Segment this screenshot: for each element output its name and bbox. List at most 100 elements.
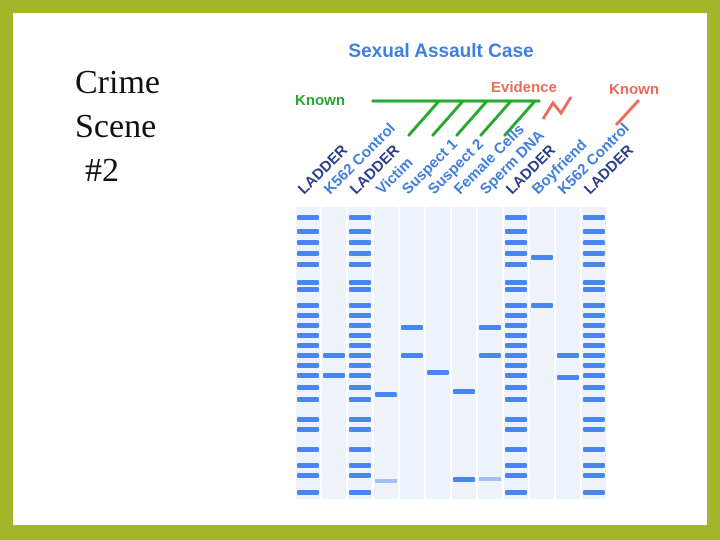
band-lane-12-20 xyxy=(583,447,605,452)
band-lane-9-12 xyxy=(505,343,527,348)
dna-gel-figure: Sexual Assault Case Known Evidence Known… xyxy=(295,41,659,499)
band-lane-4-1 xyxy=(375,392,397,397)
gel-lane-6 xyxy=(426,207,450,499)
band-lane-12-10 xyxy=(583,323,605,328)
band-lane-3-3 xyxy=(349,240,371,245)
slide-title: Crime Scene #2 xyxy=(75,61,160,193)
band-lane-10-2 xyxy=(531,303,553,308)
band-lane-12-18 xyxy=(583,417,605,422)
band-lane-1-12 xyxy=(297,343,319,348)
slide-title-line-1: Crime xyxy=(75,64,160,101)
band-lane-3-10 xyxy=(349,323,371,328)
band-lane-12-15 xyxy=(583,373,605,378)
band-lane-3-18 xyxy=(349,417,371,422)
band-lane-1-13 xyxy=(297,353,319,358)
band-lane-12-22 xyxy=(583,473,605,478)
band-lane-12-9 xyxy=(583,313,605,318)
band-lane-12-19 xyxy=(583,427,605,432)
gel-lane-10 xyxy=(530,207,554,499)
band-lane-9-16 xyxy=(505,385,527,390)
band-lane-3-9 xyxy=(349,313,371,318)
band-lane-10-1 xyxy=(531,255,553,260)
band-lane-7-2 xyxy=(453,477,475,482)
figure-heading: Sexual Assault Case xyxy=(348,41,533,62)
band-lane-1-5 xyxy=(297,262,319,267)
band-lane-7-1 xyxy=(453,389,475,394)
group-label-evidence: Evidence xyxy=(491,79,557,96)
band-lane-1-2 xyxy=(297,229,319,234)
band-lane-3-21 xyxy=(349,463,371,468)
band-lane-12-3 xyxy=(583,240,605,245)
band-lane-1-23 xyxy=(297,490,319,495)
band-lane-3-2 xyxy=(349,229,371,234)
band-lane-5-1 xyxy=(401,325,423,330)
band-lane-8-2 xyxy=(479,353,501,358)
known-right-connector-line xyxy=(614,98,641,127)
band-lane-11-2 xyxy=(557,375,579,380)
band-lane-3-19 xyxy=(349,427,371,432)
band-lane-6-1 xyxy=(427,370,449,375)
band-lane-3-11 xyxy=(349,333,371,338)
band-lane-12-2 xyxy=(583,229,605,234)
band-lane-1-20 xyxy=(297,447,319,452)
band-lane-1-15 xyxy=(297,373,319,378)
band-lane-1-21 xyxy=(297,463,319,468)
band-lane-9-22 xyxy=(505,473,527,478)
band-lane-1-17 xyxy=(297,397,319,402)
band-lane-3-16 xyxy=(349,385,371,390)
group-label-known-right: Known xyxy=(609,81,659,98)
band-lane-12-12 xyxy=(583,343,605,348)
band-lane-9-21 xyxy=(505,463,527,468)
band-lane-12-16 xyxy=(583,385,605,390)
band-lane-1-8 xyxy=(297,303,319,308)
band-lane-12-11 xyxy=(583,333,605,338)
band-lane-9-8 xyxy=(505,303,527,308)
band-lane-3-6 xyxy=(349,280,371,285)
band-lane-12-1 xyxy=(583,215,605,220)
faint-band-lane-4-1 xyxy=(375,479,397,483)
band-lane-3-7 xyxy=(349,287,371,292)
band-lane-9-23 xyxy=(505,490,527,495)
band-lane-9-5 xyxy=(505,262,527,267)
band-lane-9-7 xyxy=(505,287,527,292)
band-lane-9-15 xyxy=(505,373,527,378)
band-lane-12-23 xyxy=(583,490,605,495)
band-lane-1-19 xyxy=(297,427,319,432)
band-lane-3-12 xyxy=(349,343,371,348)
band-lane-9-14 xyxy=(505,363,527,368)
band-lane-2-1 xyxy=(323,353,345,358)
band-lane-2-2 xyxy=(323,373,345,378)
band-lane-9-6 xyxy=(505,280,527,285)
band-lane-1-6 xyxy=(297,280,319,285)
band-lane-3-20 xyxy=(349,447,371,452)
band-lane-3-14 xyxy=(349,363,371,368)
band-lane-9-17 xyxy=(505,397,527,402)
band-lane-3-15 xyxy=(349,373,371,378)
band-lane-3-23 xyxy=(349,490,371,495)
band-lane-9-4 xyxy=(505,251,527,256)
slide: Crime Scene #2 Sexual Assault Case Known… xyxy=(13,13,707,525)
band-lane-1-3 xyxy=(297,240,319,245)
gel-lanes xyxy=(296,207,606,499)
band-lane-1-10 xyxy=(297,323,319,328)
band-lane-9-13 xyxy=(505,353,527,358)
band-lane-1-1 xyxy=(297,215,319,220)
band-lane-1-9 xyxy=(297,313,319,318)
band-lane-3-4 xyxy=(349,251,371,256)
band-lane-12-13 xyxy=(583,353,605,358)
band-lane-3-1 xyxy=(349,215,371,220)
faint-band-lane-8-1 xyxy=(479,477,501,481)
evidence-connector-line xyxy=(541,96,573,120)
band-lane-9-19 xyxy=(505,427,527,432)
band-lane-5-2 xyxy=(401,353,423,358)
band-lane-12-8 xyxy=(583,303,605,308)
band-lane-12-21 xyxy=(583,463,605,468)
band-lane-12-5 xyxy=(583,262,605,267)
band-lane-12-6 xyxy=(583,280,605,285)
band-lane-12-14 xyxy=(583,363,605,368)
band-lane-1-7 xyxy=(297,287,319,292)
band-lane-3-17 xyxy=(349,397,371,402)
band-lane-1-11 xyxy=(297,333,319,338)
band-lane-3-8 xyxy=(349,303,371,308)
